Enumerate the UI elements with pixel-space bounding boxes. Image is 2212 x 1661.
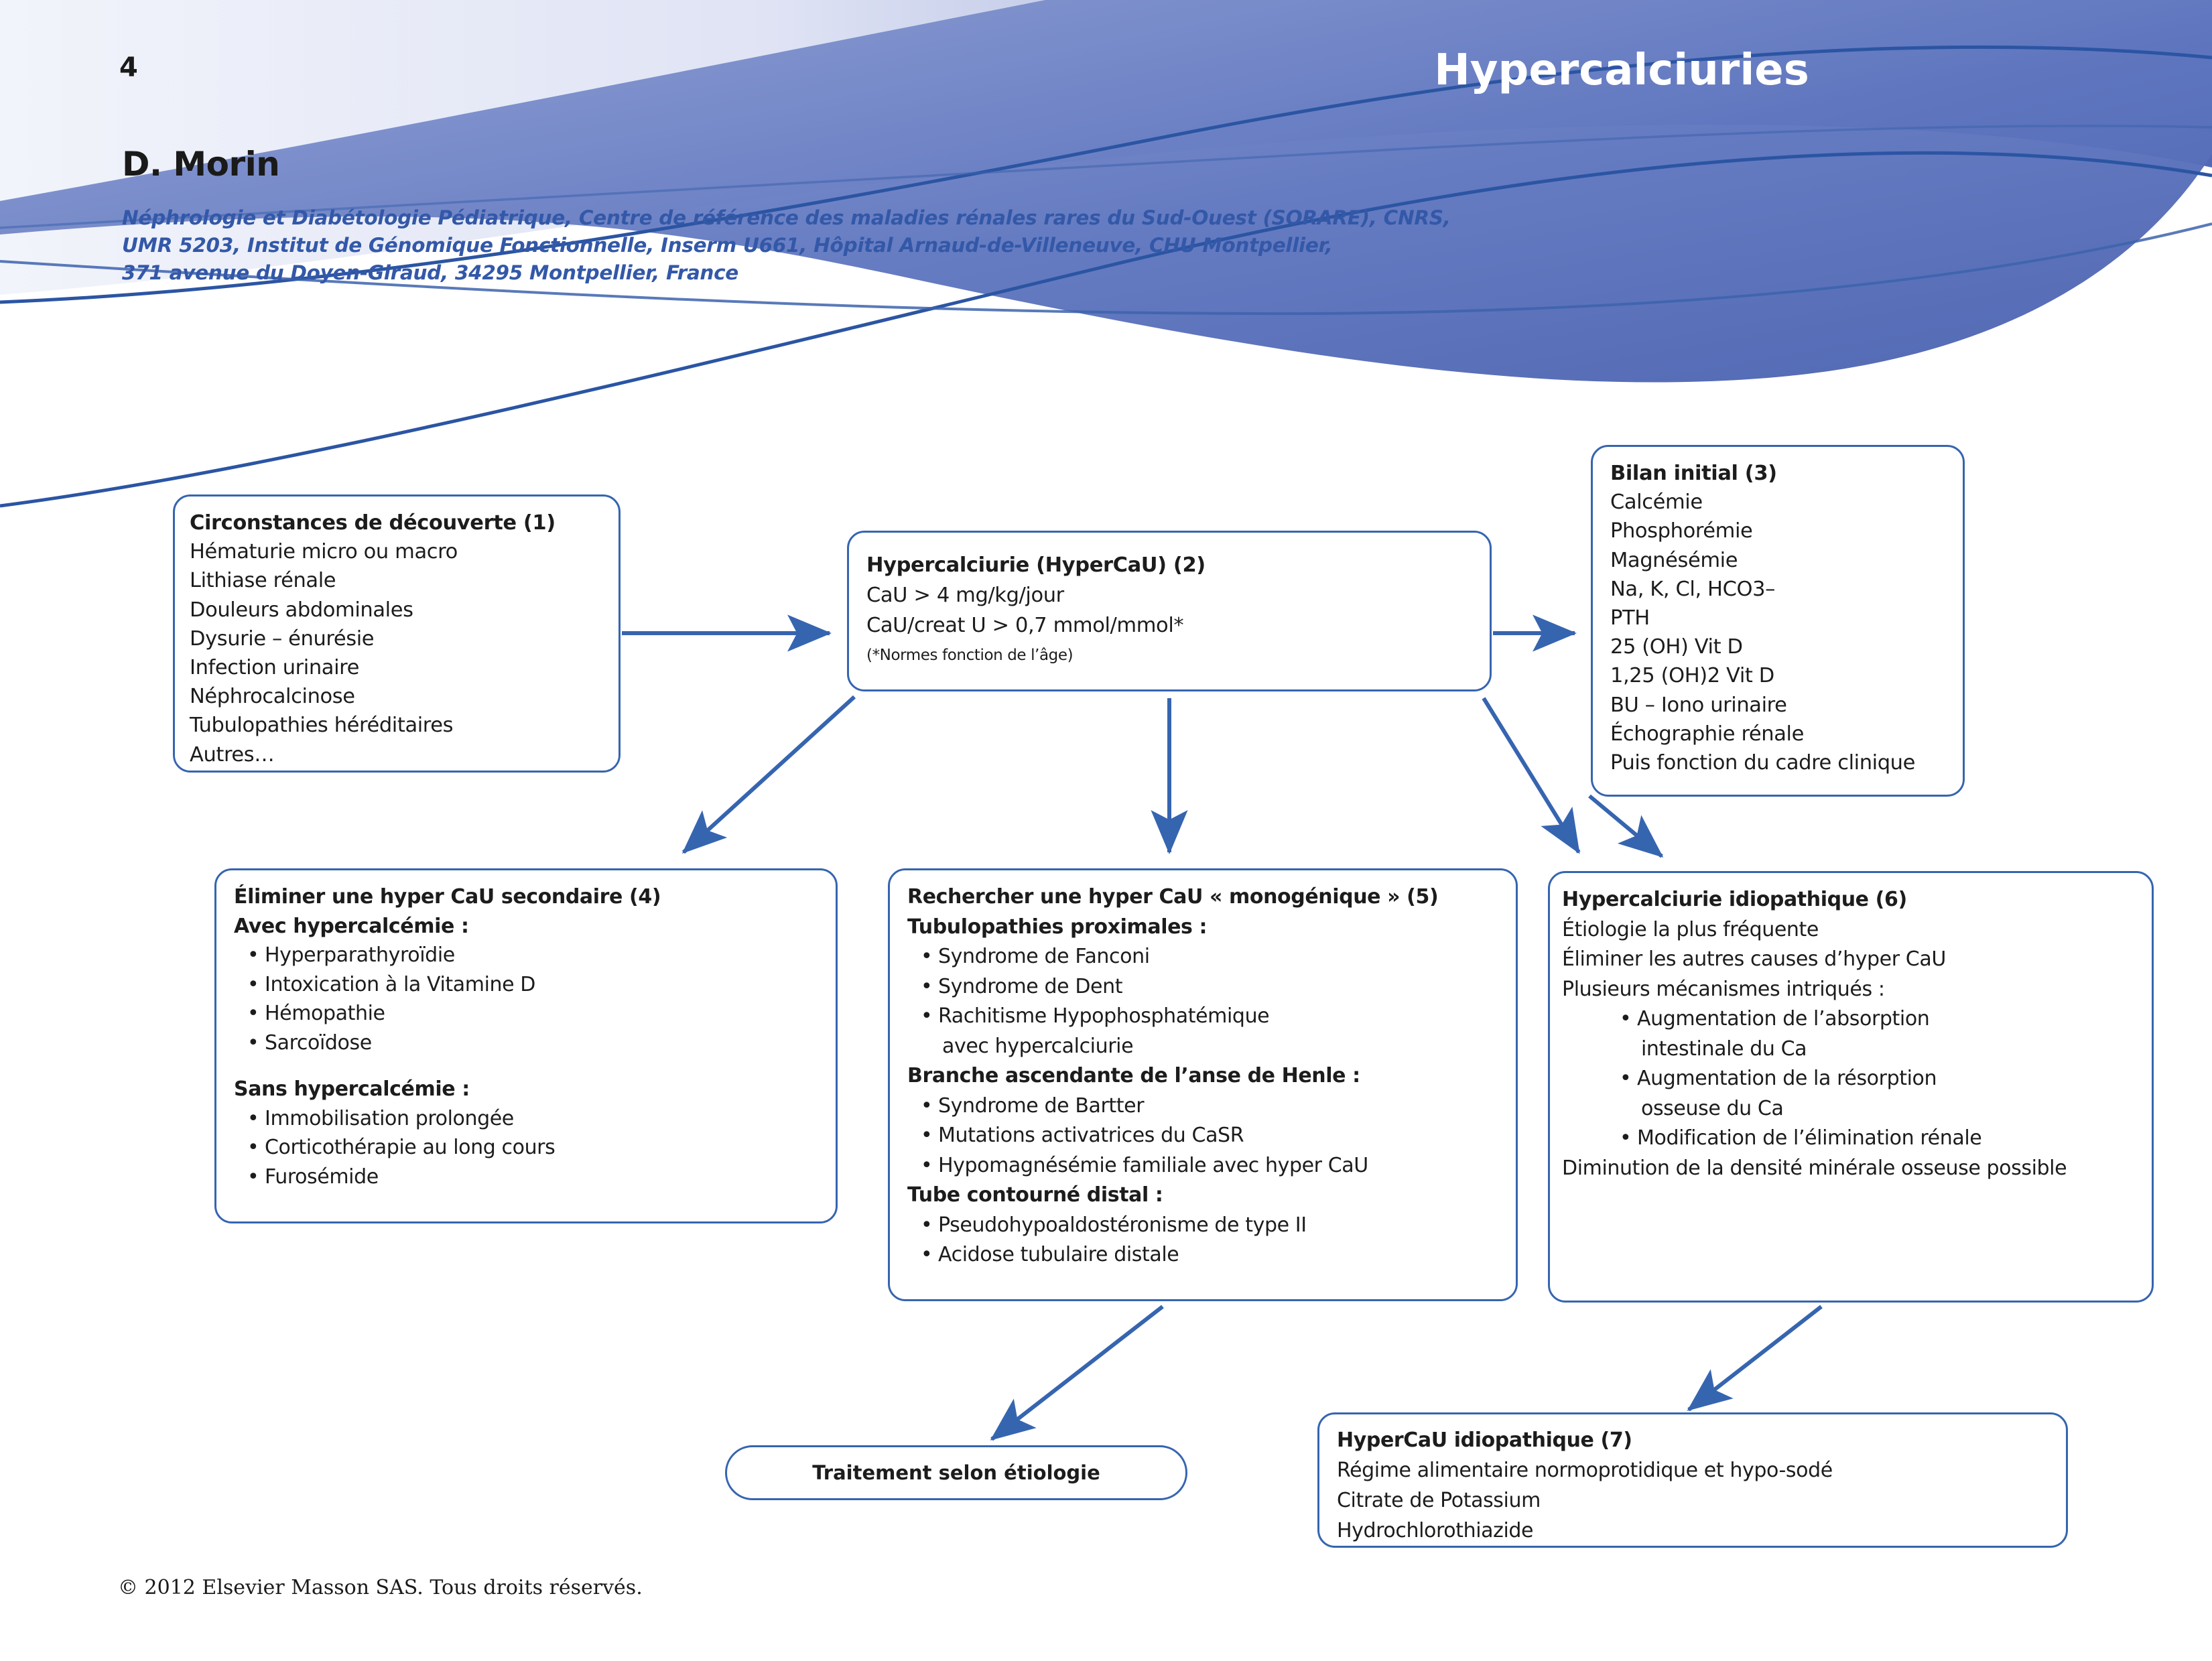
flow-box-traitement-selon-etiologie[interactable]: Traitement selon étiologie xyxy=(725,1445,1187,1500)
box6-line: Éliminer les autres causes d’hyper CaU xyxy=(1562,947,1946,971)
box6-line: Étiologie la plus fréquente xyxy=(1562,917,1819,941)
box5-item: Acidose tubulaire distale xyxy=(907,1240,1501,1270)
box4-subtitle-avec: Avec hypercalcémie : xyxy=(234,914,469,938)
box5-item-continuation: avec hypercalciurie xyxy=(942,1034,1134,1058)
page-title: Hypercalciuries xyxy=(1434,46,1809,95)
flow-box-hyper-cau-monogenique[interactable]: Rechercher une hyper CaU « monogénique »… xyxy=(888,868,1518,1301)
box3-item: 25 (OH) Vit D xyxy=(1610,635,1743,659)
box6-mechanism-continuation: intestinale du Ca xyxy=(1641,1037,1807,1061)
box4-item: Immobilisation prolongée xyxy=(234,1104,821,1134)
box2-note: (*Normes fonction de l’âge) xyxy=(866,647,1074,664)
box6-footer: Diminution de la densité minérale osseus… xyxy=(1562,1156,2067,1180)
arrow-box2-to-box6 xyxy=(1482,697,1581,854)
box5-subtitle-henle: Branche ascendante de l’anse de Henle : xyxy=(907,1064,1360,1087)
box7-title: HyperCaU idiopathique (7) xyxy=(1337,1429,1632,1452)
flow-box-hypercalciurie-definition[interactable]: Hypercalciurie (HyperCaU) (2) CaU > 4 mg… xyxy=(847,531,1492,691)
flow-box-eliminer-hyper-cau-secondaire[interactable]: Éliminer une hyper CaU secondaire (4) Av… xyxy=(214,868,838,1223)
box1-item: Néphrocalcinose xyxy=(190,685,355,709)
copyright-notice: © 2012 Elsevier Masson SAS. Tous droits … xyxy=(118,1576,643,1599)
box5-subtitle-distal: Tube contourné distal : xyxy=(907,1183,1163,1207)
box4-item: Sarcoïdose xyxy=(234,1028,821,1058)
page-number: 4 xyxy=(119,52,138,83)
box6-mechanism: Augmentation de l’absorption xyxy=(1562,1004,2137,1035)
box3-item: Échographie rénale xyxy=(1610,722,1804,746)
box4-item: Corticothérapie au long cours xyxy=(234,1133,821,1162)
box4-item: Furosémide xyxy=(234,1162,821,1192)
box1-item: Hématurie micro ou macro xyxy=(190,540,458,564)
arrow-box3-to-box6 xyxy=(1588,794,1664,858)
box3-item: Magnésémie xyxy=(1610,548,1738,572)
box1-item: Tubulopathies héréditaires xyxy=(190,714,454,738)
box5-item: Pseudohypoaldostéronisme de type II xyxy=(907,1211,1501,1241)
box6-title: Hypercalciurie idiopathique (6) xyxy=(1562,888,1907,911)
box6-mechanism-continuation: osseuse du Ca xyxy=(1641,1096,1784,1120)
box5-title: Rechercher une hyper CaU « monogénique »… xyxy=(907,885,1439,909)
box3-item: 1,25 (OH)2 Vit D xyxy=(1610,664,1774,688)
box4-title: Éliminer une hyper CaU secondaire (4) xyxy=(234,885,661,909)
box4-spacer xyxy=(234,1057,821,1075)
box5-item: Syndrome de Dent xyxy=(907,972,1501,1002)
box1-item: Infection urinaire xyxy=(190,656,359,680)
flow-box-hypercalciurie-idiopathique[interactable]: Hypercalciurie idiopathique (6) Étiologi… xyxy=(1548,871,2154,1303)
box5-item: Mutations activatrices du CaSR xyxy=(907,1121,1501,1151)
box3-item: Puis fonction du cadre clinique xyxy=(1610,751,1915,775)
box6-mechanism: Augmentation de la résorption xyxy=(1562,1064,2137,1094)
box5-item: Syndrome de Fanconi xyxy=(907,942,1501,972)
box4-item: Hyperparathyroïdie xyxy=(234,941,821,970)
box5-item: Syndrome de Bartter xyxy=(907,1091,1501,1122)
box1-item: Lithiase rénale xyxy=(190,569,336,593)
box2-item: CaU > 4 mg/kg/jour xyxy=(866,584,1064,607)
box4-item: Hémopathie xyxy=(234,999,821,1028)
box2-title: Hypercalciurie (HyperCaU) (2) xyxy=(866,553,1206,577)
affiliation-line-1: Néphrologie et Diabétologie Pédiatrique,… xyxy=(122,206,1451,229)
affiliation-line-3: 371 avenue du Doyen-Giraud, 34295 Montpe… xyxy=(122,261,739,284)
box3-item: PTH xyxy=(1610,606,1650,630)
arrow-box5-to-treatment xyxy=(990,1305,1164,1441)
box3-item: BU – Iono urinaire xyxy=(1610,693,1787,717)
box6-line: Plusieurs mécanismes intriqués : xyxy=(1562,977,1885,1001)
box4-subtitle-sans: Sans hypercalcémie : xyxy=(234,1077,470,1101)
box3-title: Bilan initial (3) xyxy=(1610,462,1777,485)
title-blob xyxy=(0,0,2212,383)
box3-item: Calcémie xyxy=(1610,490,1703,515)
author-name: D. Morin xyxy=(122,145,280,184)
box7-item: Citrate de Potassium xyxy=(1337,1489,1541,1512)
box1-item: Dysurie – énurésie xyxy=(190,626,375,651)
affiliation-line-2: UMR 5203, Institut de Génomique Fonction… xyxy=(122,234,1333,257)
flow-box-hypercau-idiopathique-traitement[interactable]: HyperCaU idiopathique (7) Régime aliment… xyxy=(1317,1412,2068,1548)
box6-mechanism: Modification de l’élimination rénale xyxy=(1562,1124,2137,1154)
treatment-label: Traitement selon étiologie xyxy=(812,1461,1100,1484)
box1-item: Douleurs abdominales xyxy=(190,598,413,622)
box5-item: Hypomagnésémie familiale avec hyper CaU xyxy=(907,1151,1501,1181)
box5-item: Rachitisme Hypophosphatémique xyxy=(907,1002,1501,1032)
box2-item: CaU/creat U > 0,7 mmol/mmol* xyxy=(866,614,1184,637)
box4-item: Intoxication à la Vitamine D xyxy=(234,970,821,1000)
box7-item: Régime alimentaire normoprotidique et hy… xyxy=(1337,1459,1833,1482)
affiliation-block: Néphrologie et Diabétologie Pédiatrique,… xyxy=(122,204,1451,287)
flow-box-circonstances-de-decouverte[interactable]: Circonstances de découverte (1) Hématuri… xyxy=(173,494,621,773)
box1-item: Autres… xyxy=(190,742,275,767)
box3-item: Na, K, Cl, HCO3– xyxy=(1610,577,1775,601)
box3-item: Phosphorémie xyxy=(1610,519,1753,543)
arrow-box2-to-box4 xyxy=(681,695,856,854)
box5-subtitle-proximales: Tubulopathies proximales : xyxy=(907,915,1208,939)
flow-box-bilan-initial[interactable]: Bilan initial (3) Calcémie Phosphorémie … xyxy=(1591,445,1965,797)
box1-title: Circonstances de découverte (1) xyxy=(190,511,556,535)
arrow-box6-to-box7 xyxy=(1687,1305,1823,1412)
box7-item: Hydrochlorothiazide xyxy=(1337,1519,1534,1542)
